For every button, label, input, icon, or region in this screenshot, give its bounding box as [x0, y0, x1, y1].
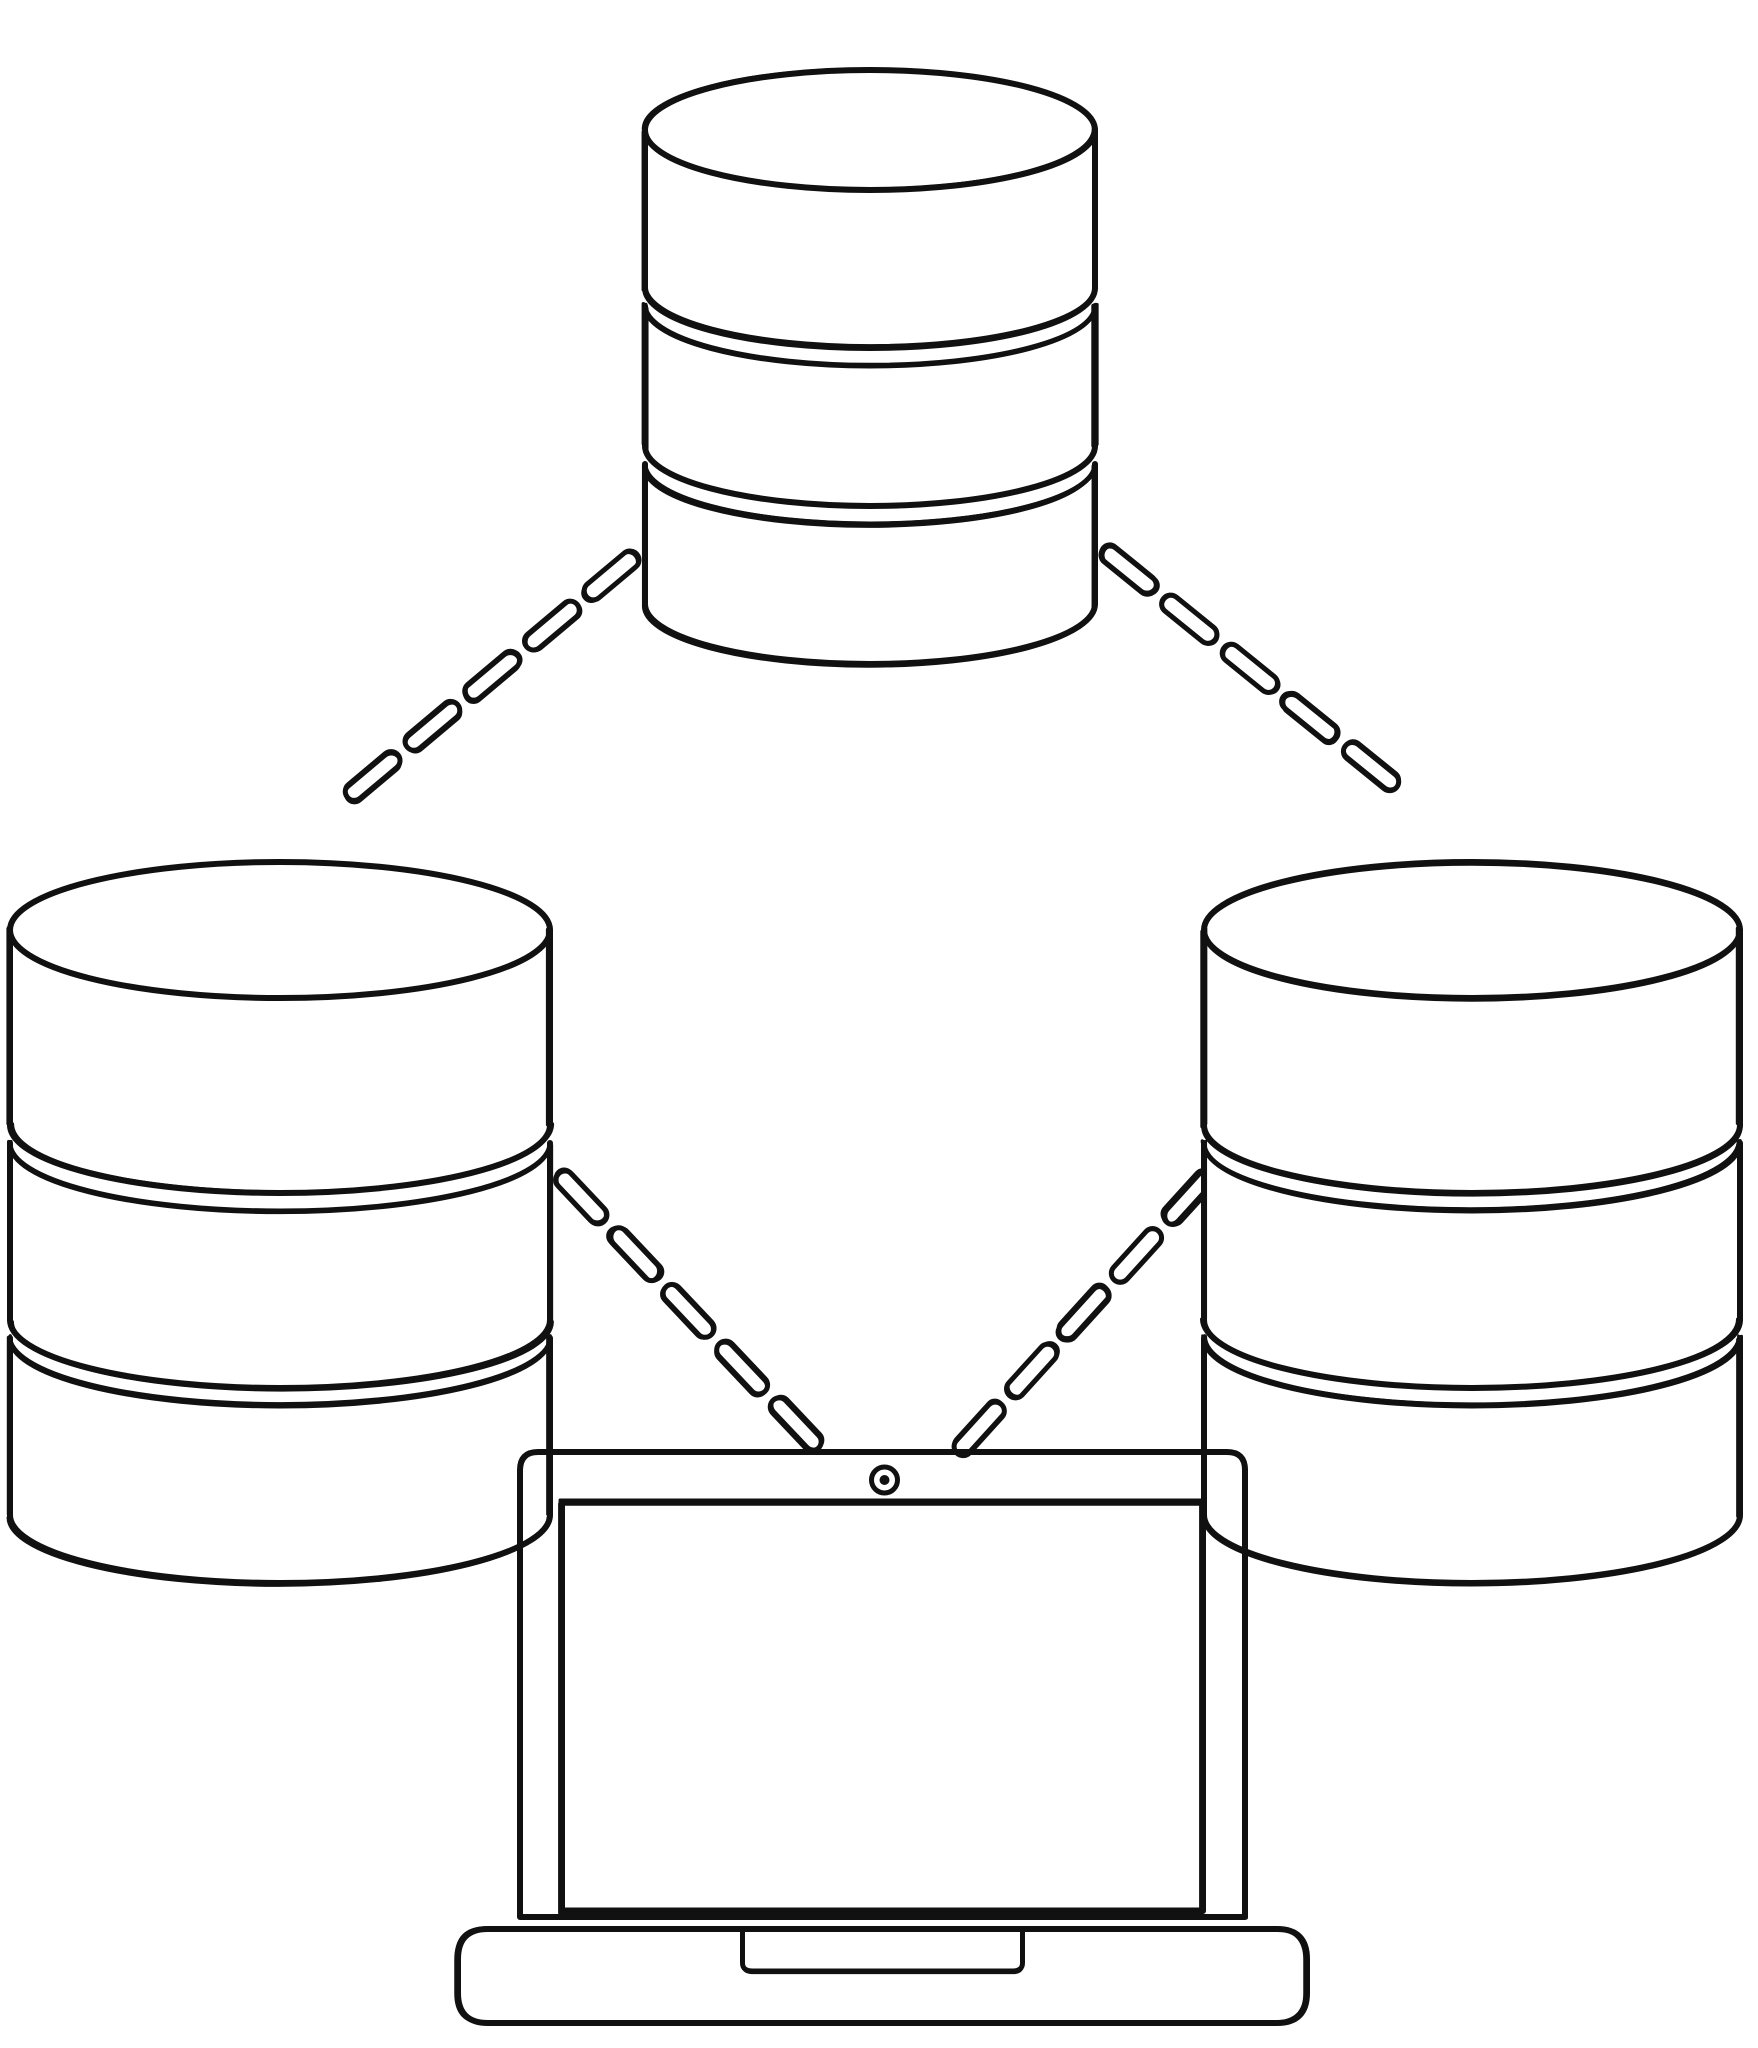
- connection-db-top-to-db-right: [1098, 542, 1402, 794]
- dash-2: [522, 598, 583, 653]
- dash-2: [606, 1225, 665, 1284]
- db-right-disk-3-right-wall: [1736, 1335, 1743, 1518]
- db-right-disk-2-top-arc: [1200, 1139, 1743, 1214]
- db-left-disk-2-top-arc: [7, 1140, 553, 1215]
- db-left-disk-1-right-wall: [545, 927, 553, 1128]
- dash-3: [1055, 1282, 1112, 1343]
- connection-db-left-to-laptop: [553, 1167, 825, 1454]
- camera-icon: [869, 1464, 900, 1496]
- dash-1: [553, 1167, 610, 1227]
- db-left-disk-3-right-wall: [546, 1335, 553, 1520]
- dash-5: [767, 1394, 825, 1454]
- db-top-disk-2-left-wall: [641, 301, 649, 450]
- db-top-disk-3-right-wall: [1091, 461, 1098, 608]
- db-right-disk-3-left-wall: [1201, 1334, 1207, 1518]
- db-right-disk-2-right-wall: [1737, 1138, 1743, 1323]
- db-right-disk-1-right-wall: [1735, 926, 1743, 1128]
- dash-4: [1004, 1341, 1060, 1401]
- db-right-disk-3-bottom-arc: [1201, 1512, 1743, 1587]
- dash-4: [402, 698, 463, 754]
- dash-2: [1108, 1226, 1164, 1285]
- dash-3: [462, 648, 523, 704]
- connection-db-top-to-db-left: [342, 548, 642, 805]
- db-top-disk-2-top-arc: [642, 302, 1098, 369]
- db-left-disk-3-top-arc: [7, 1334, 553, 1409]
- db-right-disk-1-bottom-arc: [1201, 1122, 1743, 1197]
- db-right-disk-1-left-wall: [1200, 927, 1208, 1129]
- db-top-disk-3-top-arc: [641, 461, 1098, 528]
- nodes-layer: [6, 67, 1743, 2026]
- db-top-disk-1-left-wall: [641, 127, 648, 292]
- laptop-base: [454, 1926, 1310, 2026]
- db-left-disk-2-right-wall: [547, 1140, 554, 1324]
- laptop-icon: [454, 1449, 1310, 2026]
- db-top-disk-1-right-wall: [1092, 127, 1098, 291]
- dash-3: [660, 1281, 717, 1340]
- dash-1: [581, 548, 642, 603]
- db-right-database-icon: [1199, 859, 1743, 1587]
- db-top-disk-2-bottom-arc: [642, 443, 1098, 509]
- dash-3: [1219, 641, 1281, 695]
- laptop-trackpad-notch: [740, 1928, 1025, 1975]
- dash-5: [951, 1398, 1007, 1459]
- dash-1: [1098, 542, 1160, 597]
- db-left-disk-2-bottom-arc: [7, 1317, 554, 1392]
- laptop-lid: [517, 1449, 1248, 1920]
- db-left-disk-2-left-wall: [6, 1139, 13, 1323]
- db-top-disk-1-bottom-arc: [642, 284, 1098, 351]
- db-left-database-icon: [6, 859, 555, 1587]
- db-right-disk-2-bottom-arc: [1199, 1317, 1743, 1391]
- db-top-database-icon: [641, 67, 1099, 668]
- db-top-disk-2-right-wall: [1091, 303, 1099, 449]
- laptop-screen: [558, 1498, 1206, 1915]
- db-top-disk-3-left-wall: [641, 461, 648, 607]
- dash-5: [1341, 739, 1402, 794]
- dash-5: [342, 749, 403, 805]
- dash-4: [714, 1338, 771, 1398]
- dash-2: [1159, 592, 1220, 646]
- db-top-disk-3-bottom-arc: [641, 601, 1098, 668]
- db-left-disk-1-left-wall: [6, 926, 13, 1128]
- connection-db-right-to-laptop: [951, 1168, 1218, 1459]
- db-left-disk-1-bottom-arc: [7, 1122, 555, 1196]
- db-right-disk-3-top-arc: [1201, 1334, 1743, 1409]
- db-left-disk-3-left-wall: [6, 1335, 13, 1518]
- dash-4: [1279, 690, 1341, 746]
- db-right-disk-2-left-wall: [1201, 1139, 1208, 1324]
